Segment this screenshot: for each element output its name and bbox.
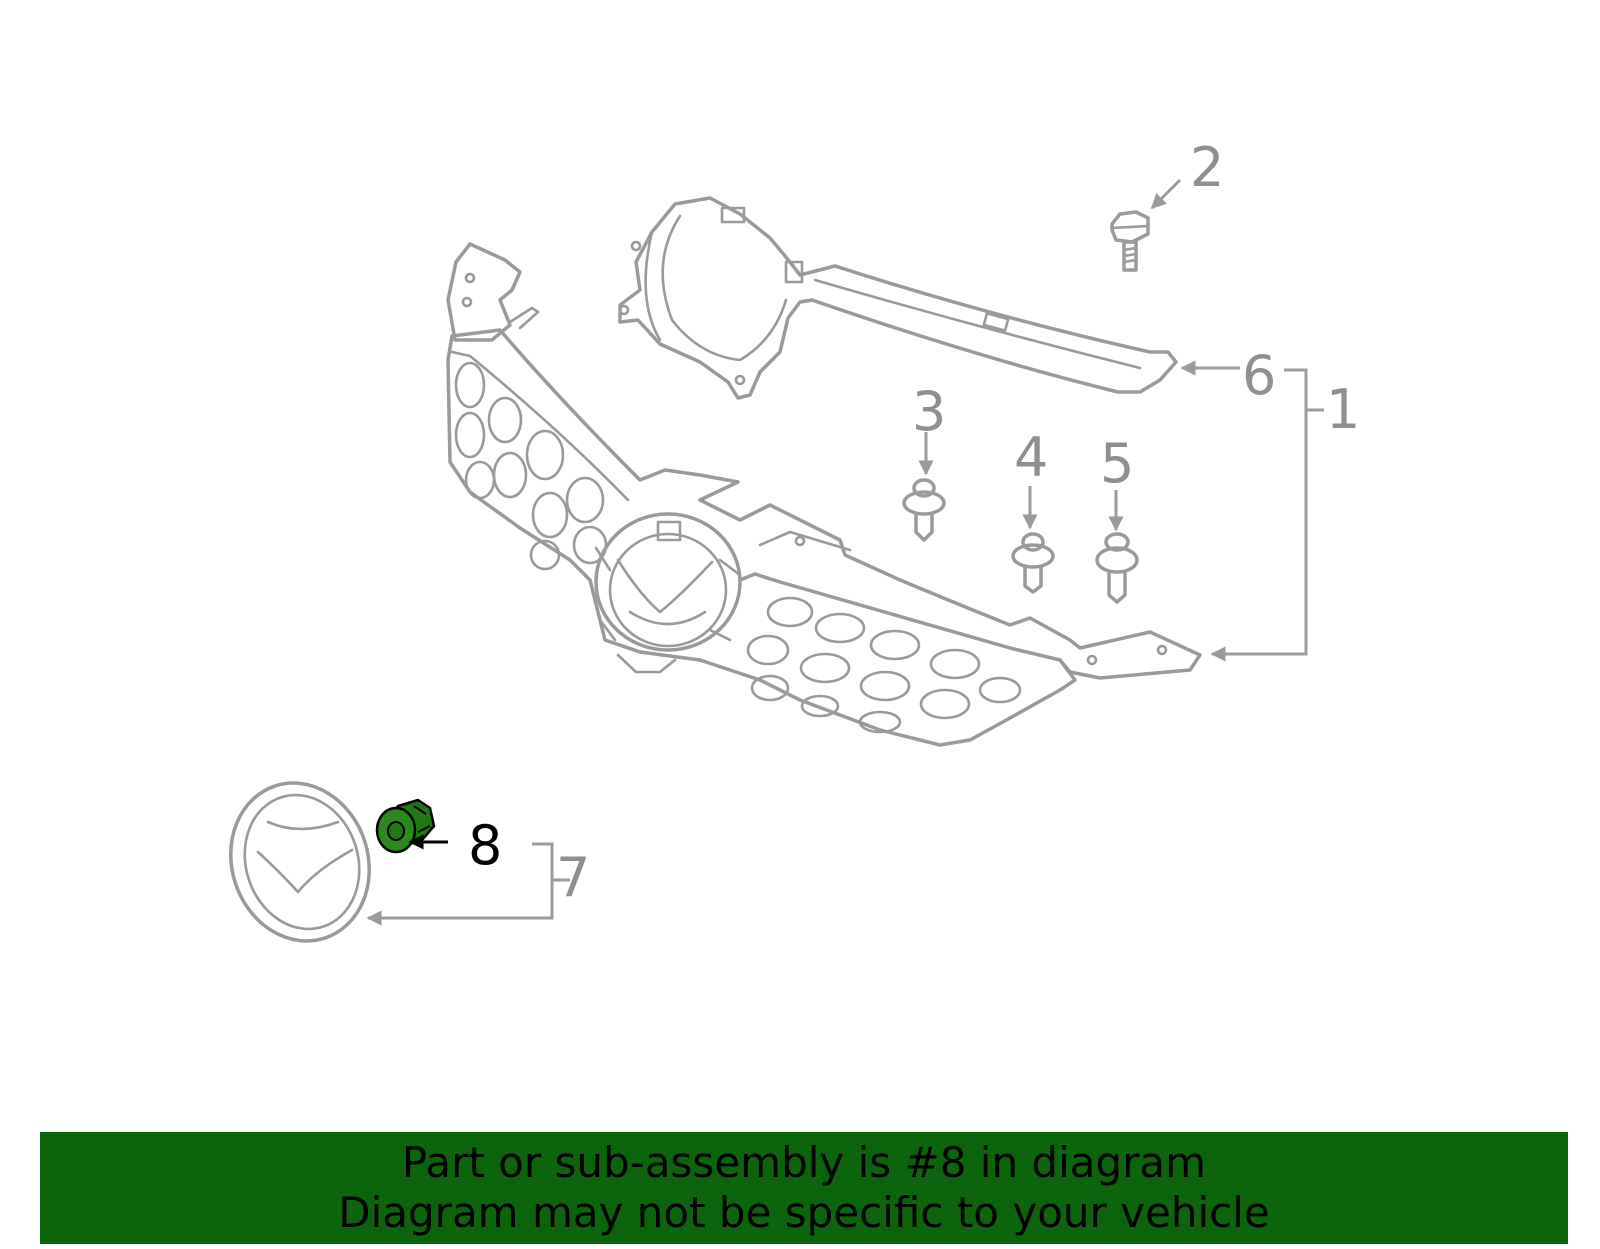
callout-5: 5 — [1100, 432, 1134, 495]
grommet-part-8[interactable] — [375, 798, 436, 854]
callout-1: 1 — [1326, 378, 1360, 441]
callout-3: 3 — [912, 380, 946, 443]
upper-bracket[interactable] — [618, 196, 1178, 400]
parts-diagram: 2 3 4 5 6 1 8 7 — [211, 136, 1360, 959]
callout-2: 2 — [1190, 136, 1224, 199]
honeycomb-right — [746, 596, 1022, 734]
clip-5[interactable] — [1095, 532, 1139, 604]
leader-lines — [366, 178, 1324, 926]
callout-8: 8 — [468, 814, 502, 877]
callout-7: 7 — [556, 846, 590, 909]
info-banner: Part or sub-assembly is #8 in diagram Di… — [40, 1132, 1568, 1244]
banner-line-disclaimer: Diagram may not be specific to your vehi… — [338, 1188, 1270, 1237]
bolt[interactable] — [1110, 210, 1150, 272]
callout-6: 6 — [1242, 344, 1276, 407]
grille-assembly[interactable] — [446, 242, 1202, 747]
emblem[interactable] — [211, 765, 390, 959]
honeycomb-left — [454, 361, 608, 571]
clip-4[interactable] — [1011, 532, 1055, 594]
emblem-mount-ring — [594, 512, 742, 674]
callout-4: 4 — [1014, 426, 1048, 489]
banner-line-part-number: Part or sub-assembly is #8 in diagram — [401, 1138, 1207, 1187]
clip-3[interactable] — [902, 478, 946, 542]
